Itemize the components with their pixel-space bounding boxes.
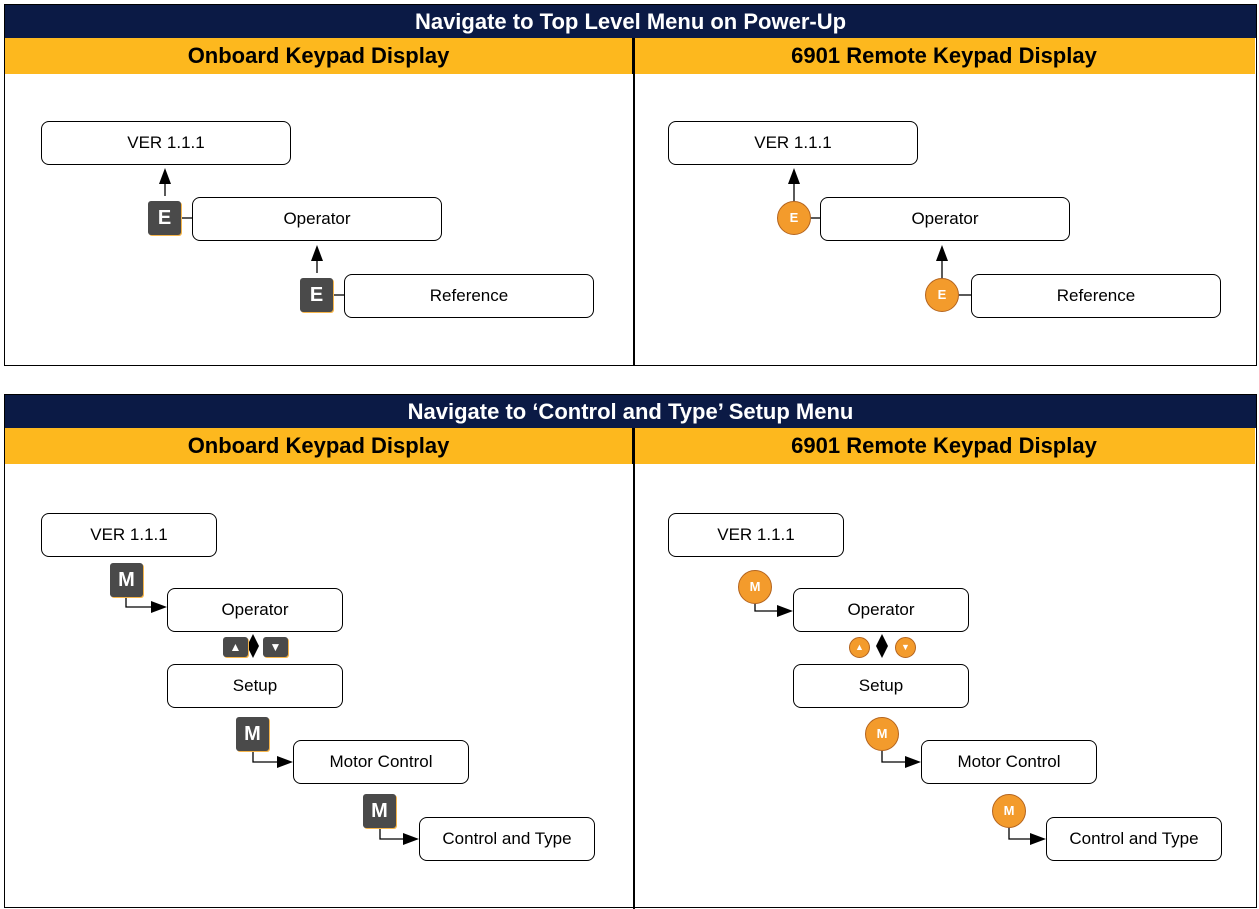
connector-lines — [125, 596, 1046, 845]
section-power-up: Navigate to Top Level Menu on Power-Up O… — [4, 4, 1257, 366]
menu-setup: Setup — [793, 664, 969, 708]
section-control-and-type: Navigate to ‘Control and Type’ Setup Men… — [4, 394, 1257, 909]
down-key[interactable]: ▼ — [895, 637, 916, 658]
column-divider — [633, 428, 635, 909]
onboard-keypad-heading: Onboard Keypad Display — [5, 428, 633, 464]
section-title: Navigate to Top Level Menu on Power-Up — [5, 5, 1256, 38]
enter-key[interactable]: E — [148, 201, 181, 235]
menu-operator: Operator — [167, 588, 343, 632]
onboard-diagram: VER 1.1.1 E Operator E Reference VER 1.1… — [5, 5, 1256, 365]
enter-key[interactable]: E — [925, 278, 959, 312]
menu-key[interactable]: M — [363, 794, 396, 828]
section-title: Navigate to ‘Control and Type’ Setup Men… — [5, 395, 1256, 428]
menu-motor-control: Motor Control — [921, 740, 1097, 784]
menu-ver: VER 1.1.1 — [41, 121, 291, 165]
remote-keypad-heading: 6901 Remote Keypad Display — [633, 38, 1255, 74]
column-divider — [633, 38, 635, 365]
menu-key[interactable]: M — [738, 570, 772, 604]
menu-operator: Operator — [820, 197, 1070, 241]
menu-ver: VER 1.1.1 — [668, 121, 918, 165]
menu-ver: VER 1.1.1 — [41, 513, 217, 557]
enter-key[interactable]: E — [777, 201, 811, 235]
menu-motor-control: Motor Control — [293, 740, 469, 784]
menu-operator: Operator — [793, 588, 969, 632]
onboard-diagram: VER 1.1.1 M Operator ▲ ▼ Setup M Motor C… — [5, 395, 1256, 907]
up-key[interactable]: ▲ — [849, 637, 870, 658]
onboard-keypad-heading: Onboard Keypad Display — [5, 38, 633, 74]
up-key[interactable]: ▲ — [223, 637, 248, 657]
menu-setup: Setup — [167, 664, 343, 708]
menu-ver: VER 1.1.1 — [668, 513, 844, 557]
menu-control-and-type: Control and Type — [419, 817, 595, 861]
menu-operator: Operator — [192, 197, 442, 241]
menu-reference: Reference — [344, 274, 594, 318]
enter-key[interactable]: E — [300, 278, 333, 312]
menu-key[interactable]: M — [110, 563, 143, 597]
menu-key[interactable]: M — [992, 794, 1026, 828]
menu-key[interactable]: M — [865, 717, 899, 751]
down-key[interactable]: ▼ — [263, 637, 288, 657]
menu-control-and-type: Control and Type — [1046, 817, 1222, 861]
connector-lines — [159, 168, 971, 296]
menu-key[interactable]: M — [236, 717, 269, 751]
remote-keypad-heading: 6901 Remote Keypad Display — [633, 428, 1255, 464]
menu-reference: Reference — [971, 274, 1221, 318]
